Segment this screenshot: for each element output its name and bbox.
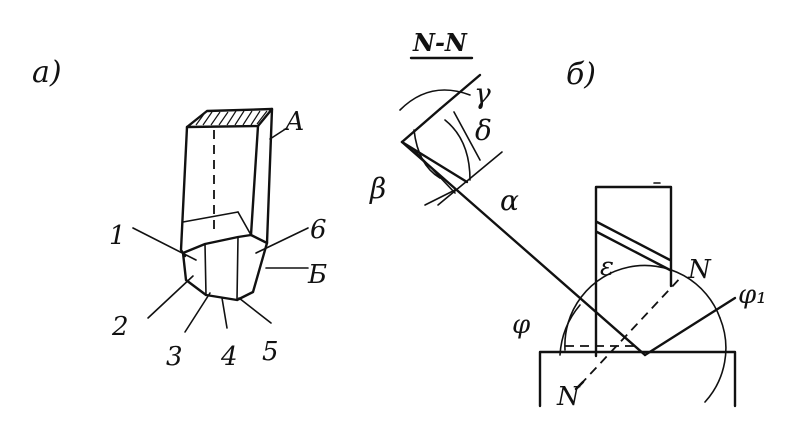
section-line [400,140,647,357]
leader-lines [132,127,309,333]
tool-plan-shank [594,185,673,358]
shank-end-hatching [195,110,268,126]
angle-gamma: γ [474,77,491,110]
angle-beta: β [369,172,386,205]
cutting-tool-view-a: а) [32,55,327,372]
beta-arc [413,129,441,179]
angle-arc-main [564,264,721,351]
phi1-arc [704,317,727,403]
angle-alpha: α [500,184,519,217]
workpiece [538,350,737,408]
angle-epsilon: ε [600,252,614,282]
view-a-label: а) [32,55,62,90]
surface-label-a: А [283,107,305,137]
phi-arc [559,304,581,356]
angle-phi1: φ₁ [738,280,767,310]
delta-arc [444,119,471,181]
angle-phi: φ [512,310,531,340]
section-trace [579,274,684,386]
section-wedge-top [400,107,442,144]
point-label-2: 2 [111,312,129,342]
point-label-5: 5 [262,337,279,367]
tool-head [181,233,269,302]
shank-outline [179,125,189,258]
point-label-3: 3 [166,342,183,372]
gamma-arc [399,89,471,111]
section-label-top: N [687,255,712,285]
view-b-label: б) [566,57,596,92]
alpha-arc [424,189,456,206]
point-label-6: 6 [310,215,327,245]
section-wedge-rake [400,140,469,184]
cutting-geometry-view-b: б) N-N γ δ β α [369,28,767,412]
point-label-1: 1 [109,221,126,251]
point-label-4: 4 [220,342,238,372]
surface-label-b: Б [307,260,327,290]
section-label-bottom: N [556,382,581,412]
angle-delta: δ [475,114,492,147]
section-title: N-N [412,28,468,57]
